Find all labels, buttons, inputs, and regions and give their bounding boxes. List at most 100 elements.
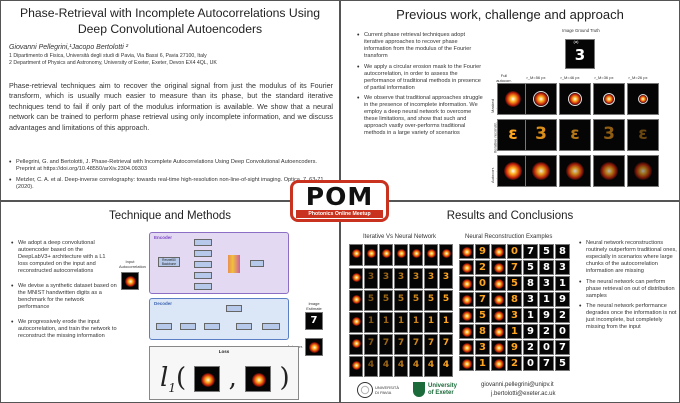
digit-glyph: 7 [412,338,420,348]
digit-glyph: 3 [427,272,435,282]
glow-spot [462,263,472,273]
result-thumb: 5 [409,290,423,311]
email-1[interactable]: giovanni.pellegrini@unipv.it [481,382,554,388]
digit-glyph: 2 [543,326,550,337]
bullet-item: We adopt a deep convolutional autoencode… [11,240,117,275]
digit-glyph: 7 [382,338,390,348]
example-thumb: 0 [539,340,554,355]
col-label-56: r_M=56 px [526,75,546,80]
comparison-thumb: ε [627,119,659,151]
result-thumb: 3 [409,268,423,289]
bullet-item: Current phase retrieval techniques adopt… [357,32,485,60]
digit-glyph: 5 [367,294,375,304]
digit-glyph: 8 [543,262,550,273]
glow-spot [462,295,472,305]
glow-spot [505,91,521,107]
example-thumb: 1 [523,308,538,323]
output-label: Image Estimate [306,301,322,311]
input-autocorrelation-image [121,272,139,290]
glow-spot [352,317,361,326]
result-thumb [409,244,423,266]
example-thumb: 7 [539,356,554,371]
comparison-thumb [593,155,625,187]
bullet-item: The neural network performance degrades … [579,303,677,331]
example-thumb [491,244,506,259]
glow-spot [462,247,472,257]
digit-glyph: 7 [559,342,566,353]
glow-spot [494,279,504,289]
digit-glyph: 2 [479,262,486,273]
glow-spot [462,327,472,337]
glow-spot [462,359,472,369]
digit-glyph: 7 [367,338,375,348]
digit-glyph: 4 [367,360,375,370]
panel-letter: (a) [573,39,579,44]
result-thumb [439,244,453,266]
example-thumb [491,308,506,323]
loss-input-image [194,366,221,392]
exeter-name-2: of Exeter [428,390,454,396]
glow-spot [252,373,267,387]
loss-l1: l [160,363,169,393]
email-2[interactable]: j.bertolotti@exeter.ac.uk [491,391,556,397]
result-thumb: 5 [439,290,453,311]
affiliation-1: 1 Dipartimento di Fisica, Università deg… [9,53,207,59]
result-thumb: 4 [364,356,378,377]
digit-glyph: 8 [511,294,518,305]
glow-spot [201,373,216,387]
example-thumb: 1 [475,356,490,371]
result-thumb: 7 [364,334,378,355]
bullet-item: We apply a circular erosion mask to the … [357,64,485,92]
output-autocorrelation-image [305,338,323,356]
digit-glyph: 7 [527,246,534,257]
glow-spot [532,162,550,180]
technique-bullets: We adopt a deep convolutional autoencode… [11,240,117,344]
example-thumb: 1 [555,276,570,291]
digit-glyph: 4 [382,360,390,370]
pom-badge: POM Photonics Online Meetup [290,180,389,222]
example-thumb: 8 [555,244,570,259]
left-caption: Iterative Vs Neural Network [363,234,437,240]
technique-title: Technique and Methods [108,210,232,222]
result-thumb: 4 [379,356,393,377]
digit-glyph: ε [570,124,580,144]
example-thumb: 2 [523,340,538,355]
result-thumb: 1 [364,312,378,333]
glow-spot [494,263,504,273]
abstract: Phase-retrieval techniques aim to recove… [9,81,333,132]
digit-glyph: 7 [511,262,518,273]
digit-glyph: 3 [527,294,534,305]
bullet-item: The neural network can perform phase ret… [579,279,677,300]
encoder-label: Encoder [154,235,173,240]
digit-glyph: 3 [382,272,390,282]
result-thumb [349,290,363,311]
output-image: 7 [305,312,323,330]
digit-glyph: 5 [442,294,450,304]
poster-title-line1: Phase-Retrieval with Incomplete Autocorr… [19,6,321,20]
example-thumb: 0 [523,356,538,371]
example-thumb [491,324,506,339]
example-thumb [491,356,506,371]
result-thumb: 7 [394,334,408,355]
glow-spot [494,247,504,257]
references-list: Pellegrini, G. and Bertolotti, J. Phase-… [9,159,327,194]
digit-glyph: 3 [603,124,615,144]
example-thumb [459,276,474,291]
glow-spot [634,162,652,180]
result-thumb: 5 [424,290,438,311]
digit-glyph: 0 [559,326,566,337]
example-thumb: 3 [523,292,538,307]
glow-spot [462,343,472,353]
result-thumb: 5 [394,290,408,311]
example-thumb [491,340,506,355]
glow-spot [125,276,136,287]
affiliation-2: 2 Department of Physics and Astronomy, U… [9,60,217,66]
digit-glyph: 1 [527,310,534,321]
glow-spot [494,359,504,369]
example-thumb: 2 [475,260,490,275]
right-caption: Neural Reconstruction Examples [465,234,553,240]
example-thumb: 8 [475,324,490,339]
digit-glyph: 1 [511,326,518,337]
result-thumb [349,312,363,333]
